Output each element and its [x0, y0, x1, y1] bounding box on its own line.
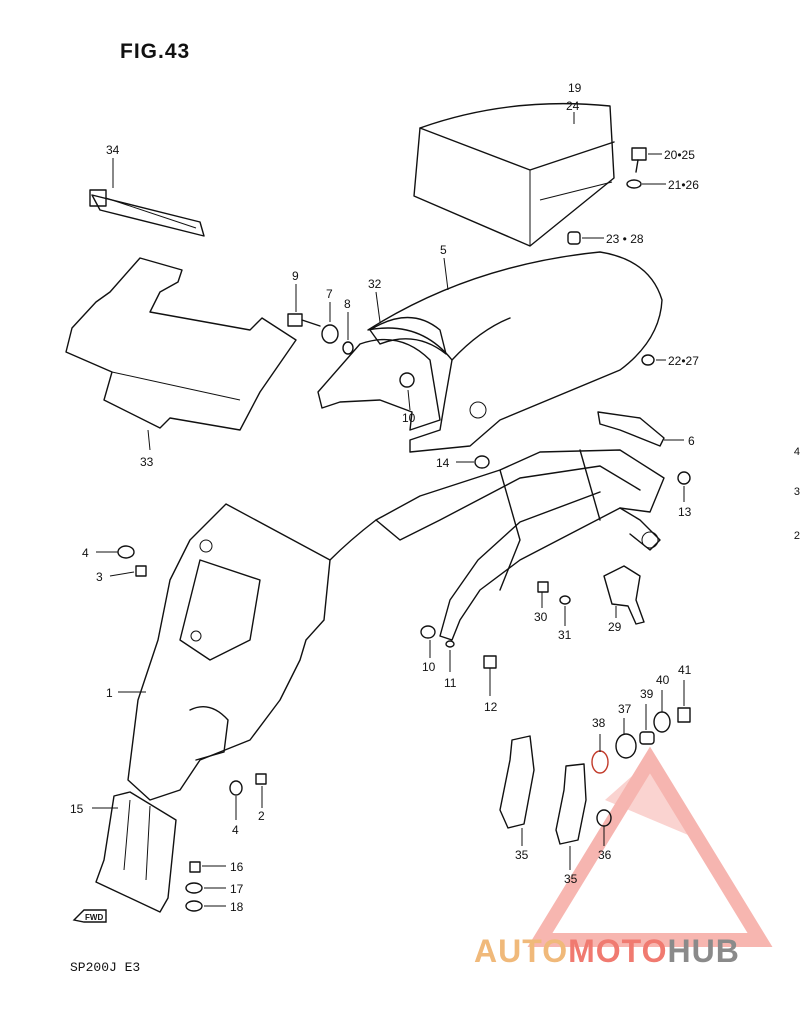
part-2-screw	[255, 773, 267, 785]
label-3: 3	[96, 570, 103, 584]
part-23-grommet	[567, 231, 581, 245]
part-33-flap	[65, 257, 297, 431]
label-16: 16	[230, 860, 244, 874]
label-5: 5	[440, 243, 447, 257]
part-32-band	[369, 316, 447, 355]
label-10-upper: 10	[402, 411, 416, 425]
watermark-hub: HUB	[667, 933, 740, 969]
label-36: 36	[598, 848, 612, 862]
part-38-damper	[591, 750, 609, 774]
part-39-spacer	[639, 731, 655, 745]
part-14-grommet	[474, 455, 490, 469]
label-39: 39	[640, 687, 654, 701]
label-12: 12	[484, 700, 498, 714]
part-3-screw	[135, 565, 147, 577]
part-labels: 34 33 9 7 8 32 5 10 19 24 20•25 21•26 23…	[70, 81, 699, 914]
watermark-logo	[527, 746, 773, 947]
label-4-upper: 4	[82, 546, 89, 560]
label-23-28: 23 • 28	[606, 232, 644, 246]
label-34: 34	[106, 143, 120, 157]
part-10-lower-nut	[420, 625, 436, 639]
part-6-bracket	[597, 411, 665, 447]
label-6: 6	[688, 434, 695, 448]
part-11-washer	[445, 640, 455, 648]
label-38: 38	[592, 716, 606, 730]
label-19: 19	[568, 81, 582, 95]
part-4-nut	[117, 545, 135, 559]
part-31-washer	[559, 595, 571, 605]
label-20-25: 20•25	[664, 148, 695, 162]
label-37: 37	[618, 702, 632, 716]
part-18-washer	[185, 900, 203, 912]
label-10-lower: 10	[422, 660, 436, 674]
label-35b: 35	[564, 872, 578, 886]
part-15-mudflap	[95, 791, 177, 913]
watermark-text: AUTOMOTOHUB	[474, 933, 740, 970]
label-11: 11	[444, 676, 457, 690]
figure-title: FIG.43	[120, 40, 191, 63]
label-18: 18	[230, 900, 244, 914]
label-13: 13	[678, 505, 692, 519]
figure-footer: SP200J E3	[70, 960, 141, 975]
part-37-collar	[615, 733, 637, 759]
part-20-bolt	[631, 147, 647, 161]
label-32: 32	[368, 277, 382, 291]
label-21-26: 21•26	[668, 178, 699, 192]
part-5-bracket	[317, 338, 441, 431]
part-frame	[329, 449, 665, 641]
label-9: 9	[292, 269, 299, 283]
fwd-arrow-icon: FWD	[72, 909, 107, 923]
watermark-auto: AUTO	[474, 933, 569, 969]
part-8-nut	[342, 341, 354, 355]
label-30: 30	[534, 610, 548, 624]
label-33: 33	[140, 455, 154, 469]
fwd-label: FWD	[85, 913, 103, 922]
part-17-washer	[185, 882, 203, 894]
label-15: 15	[70, 802, 84, 816]
part-34-bracket	[89, 189, 205, 237]
label-24: 24	[566, 99, 580, 113]
part-7-collar	[321, 324, 339, 344]
part-22-nut	[641, 354, 655, 366]
part-10-nut	[399, 372, 415, 388]
label-2: 2	[258, 809, 265, 823]
label-41: 41	[678, 663, 692, 677]
part-29-lock	[603, 565, 645, 625]
edge-mark-3: 3	[793, 486, 800, 498]
edge-mark-4: 4	[793, 446, 800, 458]
label-1: 1	[106, 686, 113, 700]
part-35b-bracket	[555, 763, 587, 845]
watermark-moto: MOTO	[568, 933, 668, 969]
part-1-fender	[127, 503, 331, 801]
part-19-seat	[413, 102, 615, 247]
label-31: 31	[558, 628, 572, 642]
part-4-lower-nut	[229, 780, 243, 796]
label-35a: 35	[515, 848, 529, 862]
label-17: 17	[230, 882, 244, 896]
part-35a-bracket	[499, 735, 535, 829]
edge-mark-2: 2	[793, 530, 800, 542]
label-8: 8	[344, 297, 351, 311]
part-16-screw	[189, 861, 201, 873]
label-14: 14	[436, 456, 450, 470]
part-41-bolt	[677, 707, 691, 723]
part-13-nut	[677, 471, 691, 485]
part-40-washer	[653, 711, 671, 733]
label-40: 40	[656, 673, 670, 687]
part-21-washer	[626, 179, 642, 189]
leader-lines	[92, 112, 685, 907]
part-12-bolt	[483, 655, 497, 669]
label-29: 29	[608, 620, 622, 634]
part-9-bolt	[287, 313, 321, 327]
label-7: 7	[326, 287, 333, 301]
label-4-lower: 4	[232, 823, 239, 837]
part-30-bolt	[537, 581, 549, 593]
label-22-27: 22•27	[668, 354, 699, 368]
